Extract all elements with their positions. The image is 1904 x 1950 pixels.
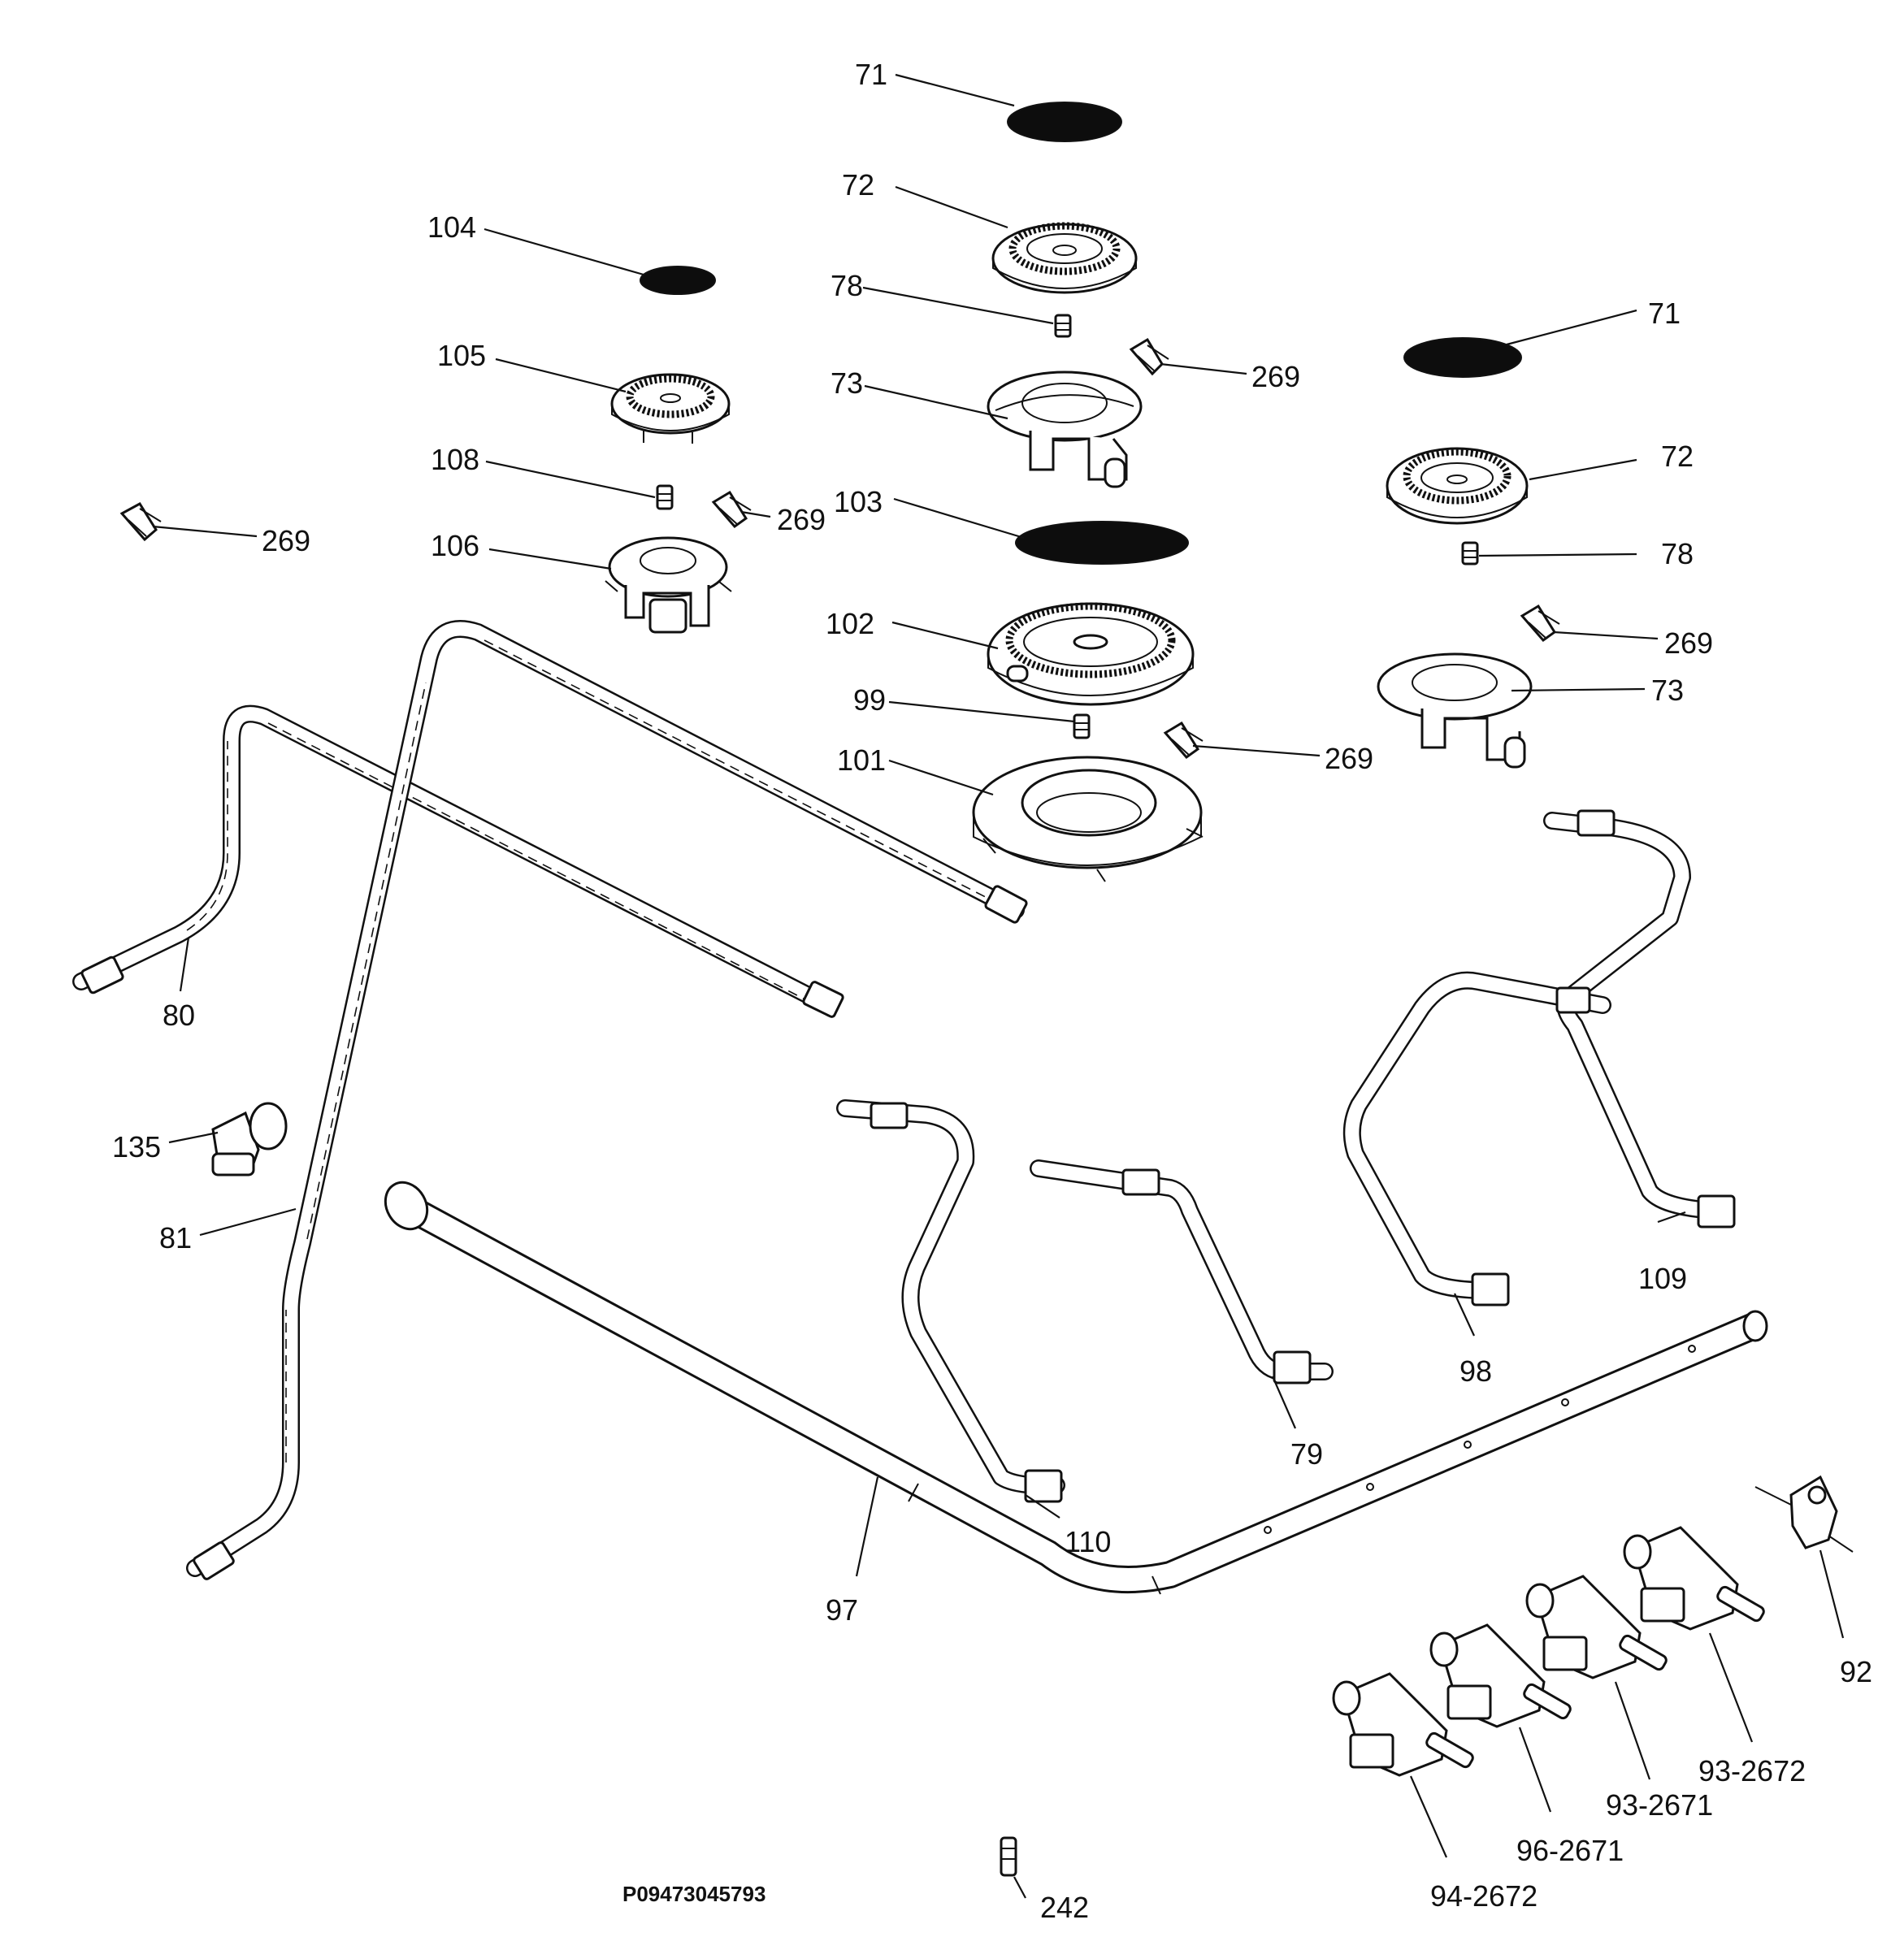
callout-73-top: 73 — [831, 366, 863, 400]
burner-cap-103 — [1015, 521, 1189, 565]
gas-pipe-110 — [836, 1099, 1065, 1503]
callout-93-2671: 93-2671 — [1606, 1788, 1713, 1822]
spring-clip-269-c — [119, 502, 162, 542]
callout-71-top: 71 — [855, 58, 887, 91]
callout-109: 109 — [1638, 1262, 1687, 1295]
callout-269-d: 269 — [1325, 742, 1373, 775]
burner-cap-71-top — [1007, 102, 1122, 142]
callout-79: 79 — [1290, 1437, 1323, 1471]
spring-clip-269-d — [1163, 721, 1204, 760]
ignition-plug-242 — [1000, 1836, 1017, 1877]
flame-spreader-105 — [610, 373, 731, 444]
flame-spreader-72-top — [991, 222, 1138, 294]
burner-base-101 — [972, 756, 1204, 882]
callout-72-top: 72 — [842, 168, 874, 202]
burner-cap-104 — [640, 266, 716, 295]
gas-pipe-98 — [1342, 971, 1611, 1306]
burner-cap-71-right — [1403, 337, 1522, 378]
gas-pipe-109 — [1543, 809, 1736, 1228]
gas-pipe-79 — [1030, 1159, 1334, 1384]
flame-spreader-72-right — [1386, 447, 1529, 525]
flame-spreader-102 — [987, 602, 1195, 706]
injector-108 — [656, 484, 674, 510]
callout-103: 103 — [834, 485, 883, 518]
callout-99: 99 — [853, 683, 886, 717]
callout-93-2672: 93-2672 — [1698, 1754, 1806, 1788]
callout-71-right: 71 — [1648, 297, 1681, 330]
callout-105: 105 — [437, 339, 486, 372]
callout-98: 98 — [1459, 1354, 1492, 1388]
callout-108: 108 — [431, 443, 479, 476]
gas-pipe-80 — [72, 704, 844, 1018]
callout-92: 92 — [1840, 1655, 1872, 1688]
callout-80: 80 — [163, 999, 195, 1032]
callout-104: 104 — [427, 210, 476, 244]
thermostat-92 — [1754, 1475, 1854, 1553]
spring-clip-269-e — [1520, 604, 1560, 643]
callout-97: 97 — [826, 1593, 858, 1627]
callout-110: 110 — [1065, 1525, 1111, 1558]
callout-106: 106 — [431, 529, 479, 562]
callout-269-b: 269 — [777, 503, 826, 536]
gas-manifold-97 — [384, 1181, 1768, 1595]
callout-102: 102 — [826, 607, 874, 640]
burner-base-106 — [605, 536, 732, 634]
gas-valve-94-2672 — [1332, 1672, 1474, 1777]
spring-clip-269-b — [711, 490, 752, 529]
drawing-reference-code: P09473045793 — [622, 1882, 766, 1906]
callout-73-right: 73 — [1651, 674, 1684, 707]
callout-101: 101 — [837, 743, 886, 777]
callout-81: 81 — [159, 1221, 192, 1254]
callout-269-a: 269 — [1251, 360, 1300, 393]
injector-78-top — [1054, 314, 1072, 338]
callout-78-right: 78 — [1661, 537, 1694, 570]
gas-pipe-81 — [186, 620, 1028, 1580]
burner-base-73-top — [987, 370, 1143, 488]
injector-99 — [1073, 713, 1091, 739]
callout-269-e: 269 — [1664, 626, 1713, 660]
callout-78-top: 78 — [831, 269, 863, 302]
callout-94-2672: 94-2672 — [1430, 1879, 1538, 1913]
injector-78-right — [1461, 541, 1479, 566]
gas-valve-93-2672 — [1623, 1526, 1765, 1631]
callout-242: 242 — [1040, 1891, 1089, 1924]
leader-lines — [152, 73, 1845, 1899]
elbow-fitting-135 — [211, 1102, 288, 1176]
callout-135: 135 — [112, 1130, 161, 1164]
gas-valve-96-2671 — [1429, 1623, 1572, 1728]
callout-72-right: 72 — [1661, 440, 1694, 473]
gas-valve-93-2671 — [1525, 1575, 1668, 1679]
burner-base-73-right — [1377, 652, 1533, 769]
spring-clip-269-a — [1129, 337, 1169, 376]
callout-96-2671: 96-2671 — [1516, 1834, 1624, 1867]
callout-269-c: 269 — [262, 524, 310, 557]
